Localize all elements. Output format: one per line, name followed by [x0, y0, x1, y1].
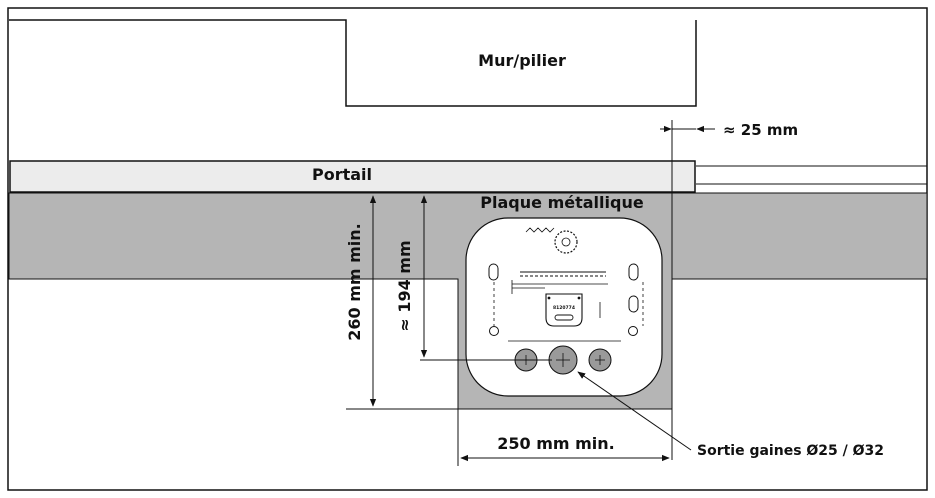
slot-top-left	[488, 263, 499, 281]
height-min-label: 260 mm min.	[345, 223, 364, 341]
offset-label: ≈ 25 mm	[723, 121, 798, 139]
slot-mid-right	[628, 295, 639, 313]
hole-bottom-left	[489, 326, 499, 336]
conduit-leader	[577, 371, 692, 451]
slot-top-right	[628, 263, 639, 281]
height-approx-label: ≈ 194 mm	[395, 240, 414, 331]
wall-label: Mur/pilier	[478, 51, 566, 70]
gear-icon	[525, 227, 578, 254]
plate-label: Plaque métallique	[480, 193, 644, 212]
gate-bar	[9, 160, 696, 193]
gate-label: Portail	[312, 165, 372, 184]
conduit-exit-label: Sortie gaines Ø25 / Ø32	[697, 443, 884, 459]
metal-plate: 8120774	[465, 217, 663, 397]
hole-bottom-right	[628, 326, 638, 336]
wall-outline	[9, 19, 697, 107]
plate-part-number: 8120774	[553, 305, 575, 311]
width-min-label: 250 mm min.	[497, 434, 615, 453]
